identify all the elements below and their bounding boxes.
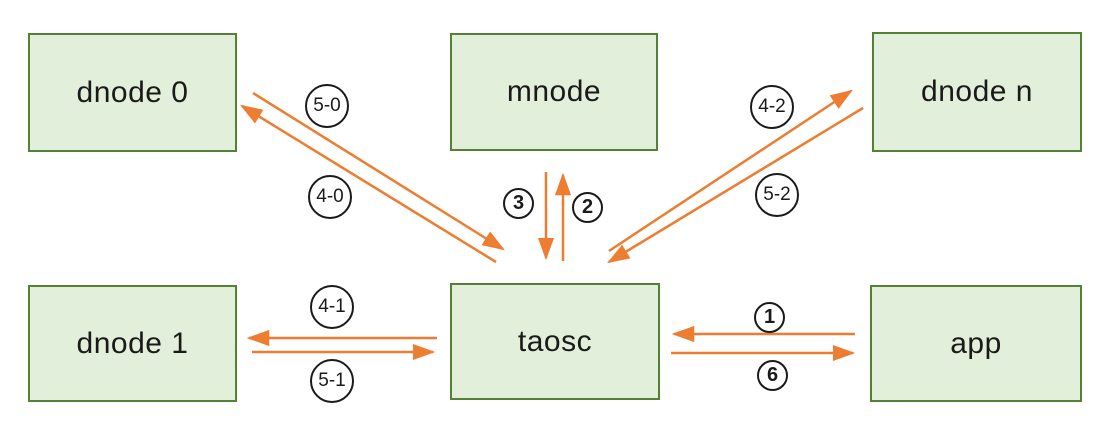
node-dnode0-label: dnode 0 (76, 75, 189, 109)
node-mnode: mnode (450, 33, 658, 151)
edge-label-6: 6 (757, 360, 788, 391)
node-taosc-label: taosc (517, 324, 593, 358)
edge-label-4-1: 4-1 (310, 285, 354, 329)
node-app: app (870, 285, 1082, 402)
edge-label-5-1: 5-1 (310, 359, 354, 403)
node-dnode1-label: dnode 1 (76, 326, 189, 360)
arrow-5-2 (607, 106, 864, 264)
edge-label-2: 2 (572, 192, 603, 223)
edge-label-5-2: 5-2 (755, 173, 799, 217)
node-taosc: taosc (450, 283, 660, 400)
edge-label-1: 1 (754, 302, 785, 333)
node-dnoden-label: dnode n (921, 75, 1033, 108)
node-app-label: app (950, 326, 1002, 360)
edge-label-5-0: 5-0 (305, 84, 349, 128)
edge-label-4-2: 4-2 (750, 85, 794, 129)
arrow-4-0 (240, 104, 497, 264)
edge-label-4-0: 4-0 (308, 175, 352, 219)
node-dnode0: dnode 0 (28, 33, 237, 152)
arrow-5-0 (252, 91, 505, 251)
arrow-4-2 (608, 89, 853, 253)
node-dnode1: dnode 1 (28, 285, 237, 402)
node-mnode-label: mnode (506, 75, 602, 108)
node-dnoden: dnode n (872, 32, 1082, 152)
edge-label-3: 3 (503, 188, 534, 219)
